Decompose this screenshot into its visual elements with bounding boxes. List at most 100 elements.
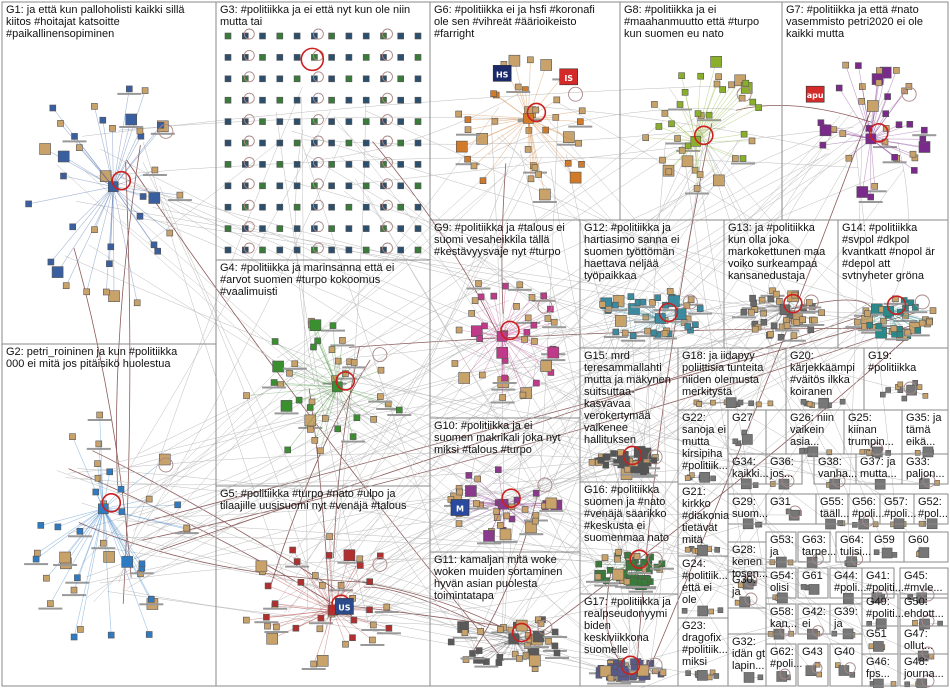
intra-group-edge [463, 625, 514, 639]
group-label-line: G44: [834, 570, 858, 582]
intra-group-edge [300, 582, 334, 611]
graph-node [297, 578, 305, 586]
graph-node [308, 398, 316, 406]
graph-node [293, 139, 301, 147]
graph-node [497, 626, 504, 633]
graph-node [811, 316, 818, 324]
group-label-line: G47: [904, 628, 928, 640]
graph-node [519, 391, 527, 399]
node-caption [86, 447, 111, 450]
group-label-line: G59 [874, 534, 895, 546]
graph-node [514, 83, 522, 91]
logo-node-m: M [450, 499, 470, 516]
inter-group-edge [304, 373, 926, 485]
graph-node [674, 135, 681, 142]
graph-node [107, 243, 115, 251]
self-loop [779, 625, 791, 637]
graph-node [502, 282, 509, 290]
group-label-g61: G61 [802, 570, 823, 582]
node-caption [333, 377, 358, 380]
group-panel-g51 [861, 625, 899, 655]
graph-node [306, 404, 314, 411]
graph-node [920, 126, 928, 134]
graph-node [665, 168, 673, 176]
node-caption [845, 326, 870, 329]
self-loop [300, 47, 325, 72]
group-label-line: olisi [770, 582, 789, 594]
self-loop [736, 86, 752, 102]
graph-node [310, 343, 317, 351]
graph-node [311, 118, 318, 125]
group-panel-g43 [797, 643, 829, 687]
graph-node [532, 512, 540, 519]
node-caption [263, 607, 288, 610]
graph-node [621, 329, 629, 337]
intra-group-edge [480, 296, 503, 337]
graph-node [334, 357, 342, 365]
intra-group-edge [113, 126, 164, 187]
graph-node [242, 203, 249, 211]
group-label-line: fps... [866, 668, 890, 680]
graph-node [242, 246, 249, 254]
intra-group-edge [103, 471, 110, 509]
graph-node [906, 121, 914, 128]
group-label-line: mitä [682, 534, 704, 546]
logo-node-box [492, 65, 512, 82]
group-label-line: G54: [770, 570, 794, 582]
graph-node [599, 665, 612, 678]
intra-group-edge [501, 336, 554, 350]
graph-node [790, 332, 798, 340]
group-label-line: kiitos #hoitajat katsoitte [6, 16, 120, 28]
inter-group-edge [535, 133, 816, 453]
node-caption [731, 162, 755, 165]
logo-node-text: IS [564, 74, 573, 83]
self-loop [921, 614, 935, 628]
inter-group-edge [122, 161, 131, 604]
graph-node [345, 161, 353, 168]
logo-node-text: HS [496, 70, 509, 79]
inter-group-edge [68, 409, 374, 534]
group-label-line: #poli... [770, 658, 802, 670]
graph-node [343, 549, 356, 562]
graph-node [474, 475, 482, 483]
graph-node [62, 282, 70, 290]
graph-node [642, 313, 650, 321]
graph-node [630, 466, 638, 474]
group-label-line: miksi [682, 656, 707, 668]
graph-node [611, 669, 618, 677]
intra-group-edge [681, 75, 697, 142]
graph-node [553, 649, 561, 657]
logo-node-box [805, 85, 825, 103]
group-label-line: hyvän asian puolesta [434, 578, 538, 590]
self-loop [812, 625, 824, 637]
graph-node [866, 100, 879, 112]
graph-node [276, 246, 284, 254]
graph-node [380, 118, 387, 125]
graph-node [685, 670, 691, 677]
graph-node [397, 225, 405, 232]
node-caption [506, 91, 531, 93]
intra-group-edge [695, 89, 723, 142]
inter-group-edge [126, 312, 916, 527]
node-caption [150, 132, 175, 135]
graph-node [491, 117, 499, 125]
inter-group-edge [649, 325, 666, 668]
graph-node [242, 161, 249, 168]
graph-node [689, 472, 695, 479]
node-caption [282, 367, 307, 370]
graph-node [858, 83, 866, 90]
group-label-line: #arvot suomen #turpo kokoomus [220, 274, 381, 286]
group-label-g43: G43 [802, 646, 823, 658]
graph-node [293, 182, 301, 190]
graph-node [464, 126, 472, 133]
inter-group-edge [311, 305, 755, 617]
node-caption [274, 412, 299, 415]
intra-group-edge [246, 386, 338, 396]
intra-group-edge [72, 186, 114, 228]
inter-group-edge [118, 116, 544, 131]
self-loop [243, 221, 255, 233]
